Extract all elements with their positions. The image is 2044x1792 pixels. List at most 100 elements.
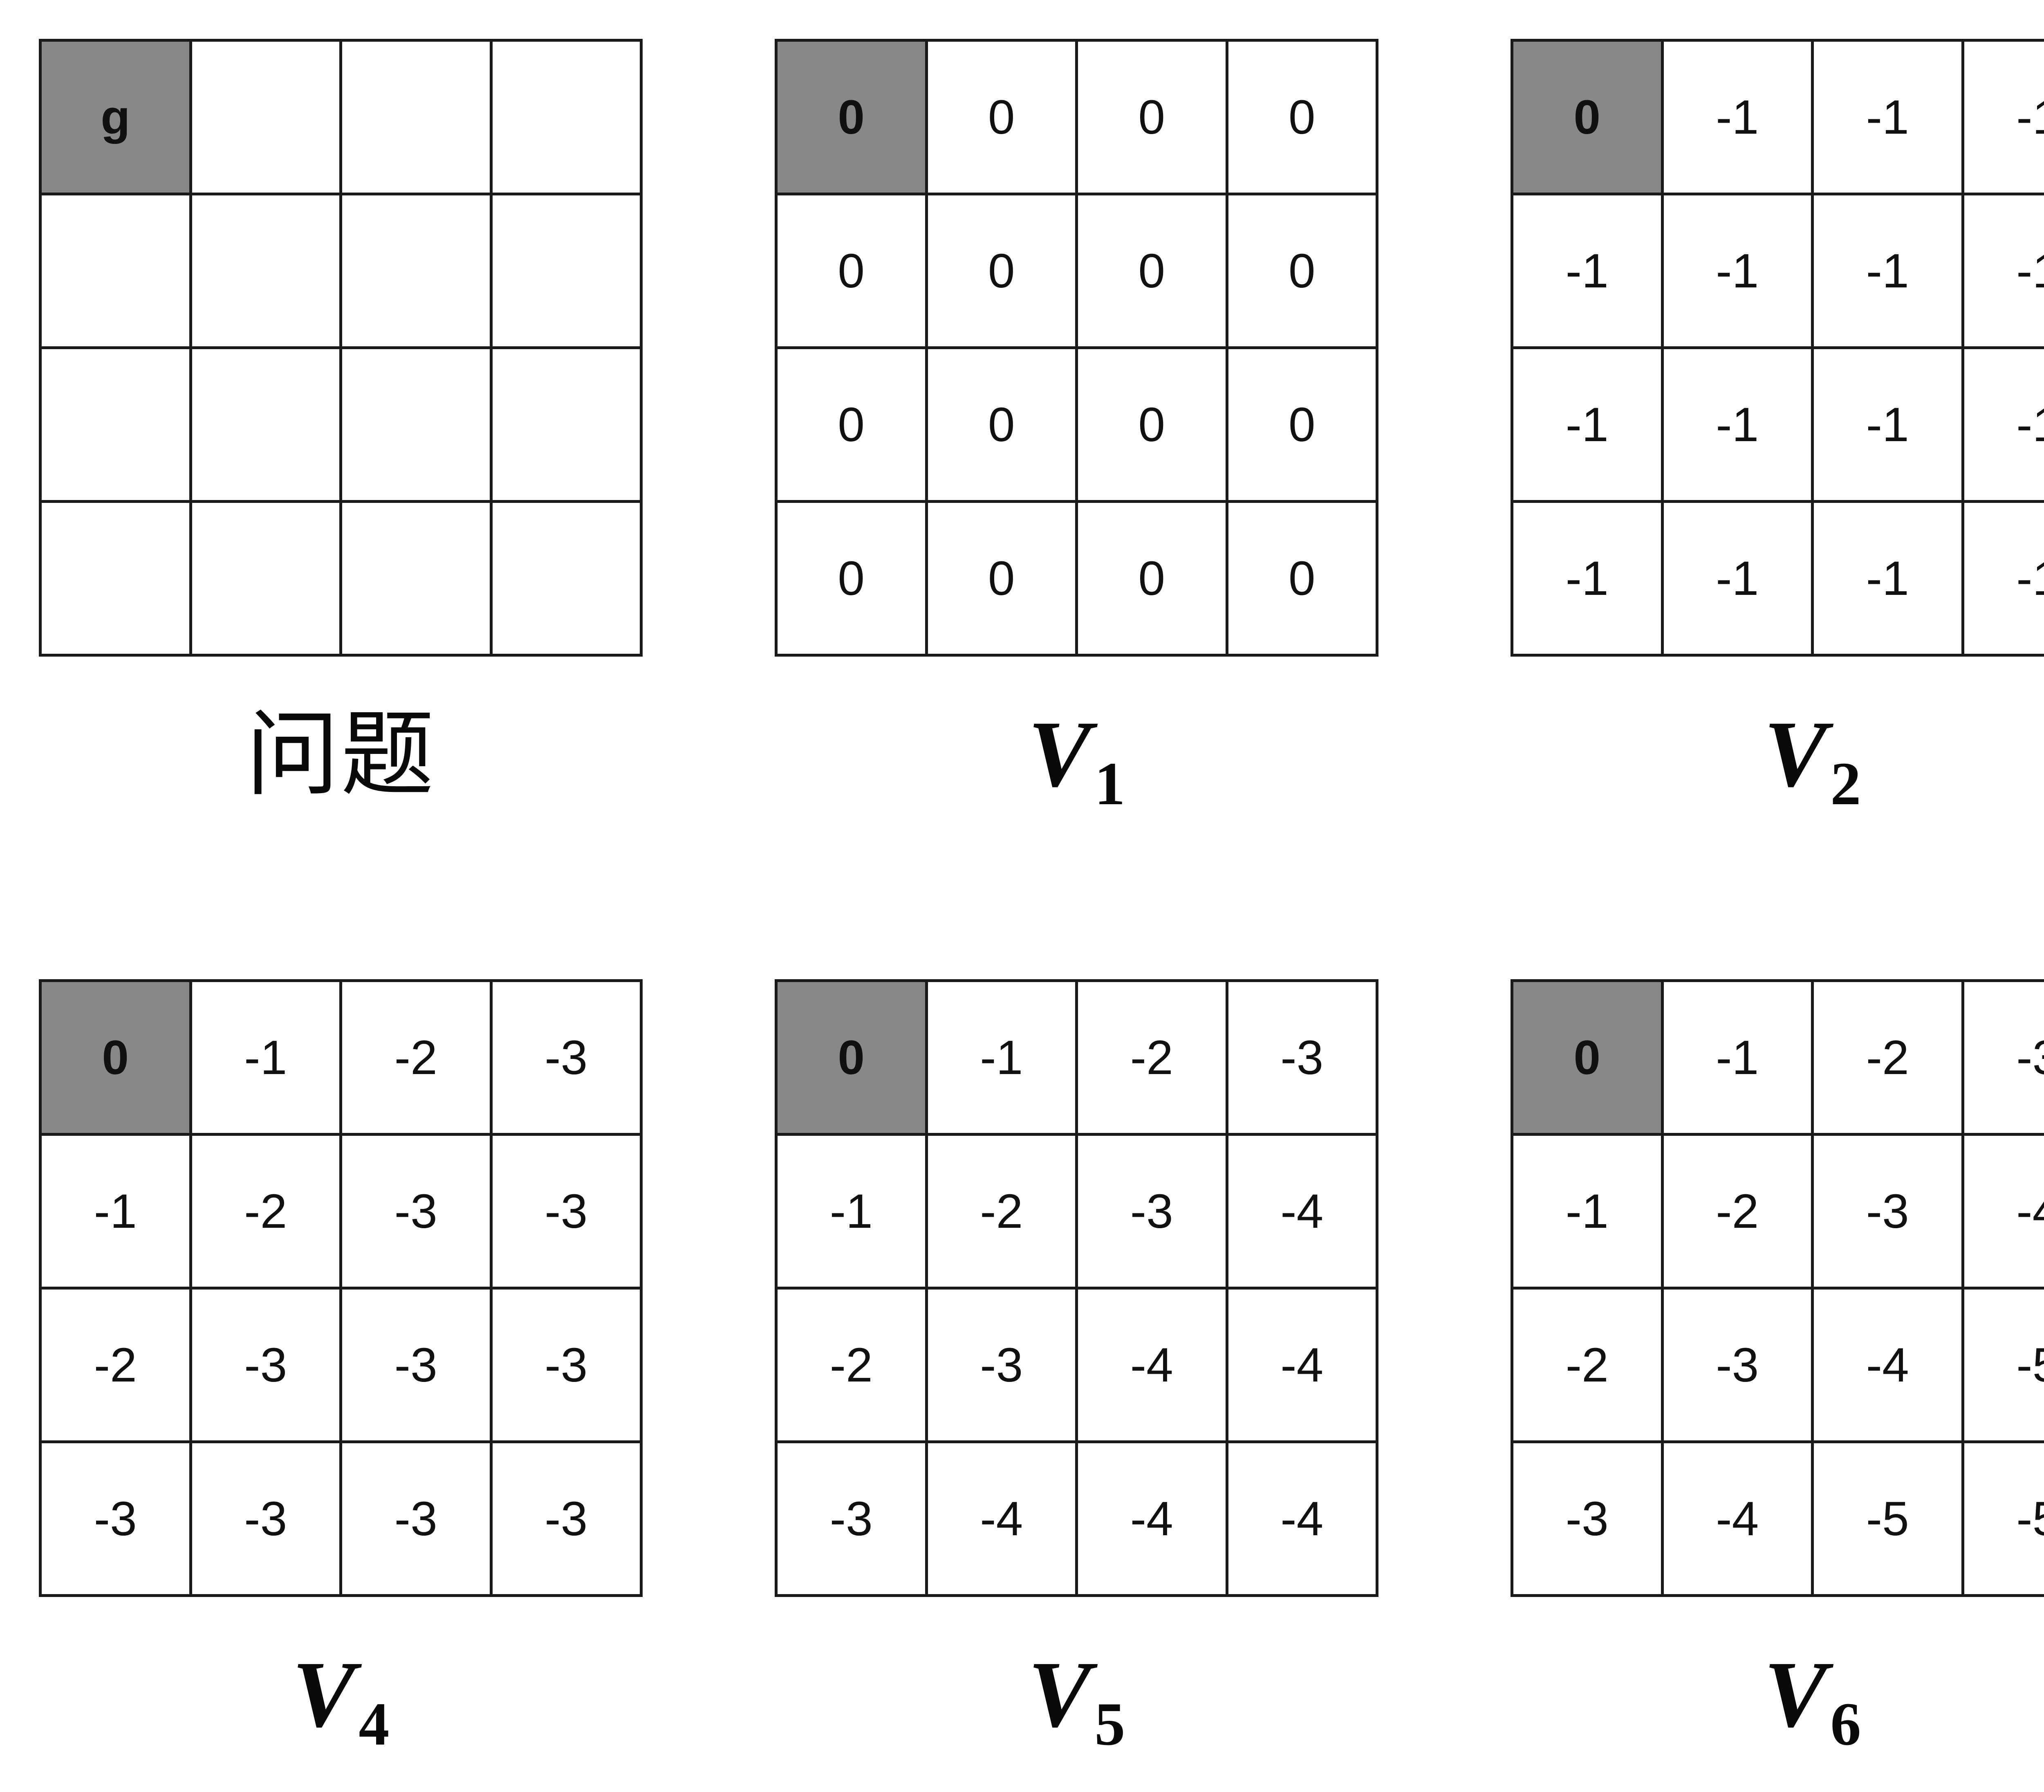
- panel-caption-v2: V2: [1511, 687, 2044, 822]
- grid-row: -1-1-1-1: [1512, 194, 2044, 348]
- goal-cell: 0: [776, 40, 927, 194]
- panel-v2: 0-1-1-1-1-1-1-1-1-1-1-1-1-1-1-1V2: [1511, 39, 2044, 979]
- grid-cell: -1: [1963, 348, 2044, 502]
- grid-row: -1-1-1-1: [1512, 348, 2044, 502]
- grid-cell: -1: [1963, 40, 2044, 194]
- grid-cell: -4: [1963, 1135, 2044, 1288]
- grid-cell: 0: [776, 348, 927, 502]
- caption-subscript: 5: [1094, 1690, 1125, 1758]
- grid-row: -1-2-3-4: [1512, 1135, 2044, 1288]
- grid-cell: -4: [1227, 1442, 1377, 1596]
- grid-cell: [191, 502, 341, 655]
- grid-cell: -1: [1813, 502, 1963, 655]
- grid-cell: -3: [491, 981, 641, 1135]
- grid-cell: [491, 348, 641, 502]
- grid-cell: -5: [1963, 1442, 2044, 1596]
- grid-cell: -1: [1963, 502, 2044, 655]
- grid-cell: -1: [1963, 194, 2044, 348]
- value-grid-v2: 0-1-1-1-1-1-1-1-1-1-1-1-1-1-1-1: [1511, 39, 2044, 657]
- caption-base: V: [1764, 702, 1827, 807]
- grid-cell: -1: [926, 981, 1077, 1135]
- grid-row: 0-1-2-3: [776, 981, 1377, 1135]
- grid-cell: -2: [40, 1288, 191, 1442]
- caption-base: V: [1028, 702, 1091, 807]
- grid-row: [40, 502, 641, 655]
- grid-cell: -4: [1227, 1288, 1377, 1442]
- grid-row: 0-1-1-1: [1512, 40, 2044, 194]
- goal-cell: 0: [1512, 40, 1663, 194]
- panel-caption-v6: V6: [1511, 1627, 2044, 1762]
- grid-row: -2-3-4-5: [1512, 1288, 2044, 1442]
- grid-cell: [40, 194, 191, 348]
- caption-subscript: 6: [1830, 1690, 1861, 1758]
- grid-row: -3-4-4-4: [776, 1442, 1377, 1596]
- caption-base: V: [1764, 1642, 1827, 1747]
- grid-row: [40, 348, 641, 502]
- caption-symbol: V5: [1028, 1642, 1125, 1747]
- grid-cell: [191, 40, 341, 194]
- grid-row: -1-2-3-3: [40, 1135, 641, 1288]
- grid-cell: 0: [1077, 40, 1227, 194]
- grid-cell: [491, 194, 641, 348]
- grid-row: 0-1-2-3: [1512, 981, 2044, 1135]
- caption-symbol: V2: [1764, 702, 1861, 807]
- grid-cell: -1: [40, 1135, 191, 1288]
- grid-cell: -3: [1963, 981, 2044, 1135]
- caption-symbol: V4: [292, 1642, 390, 1747]
- grid-cell: -3: [1512, 1442, 1663, 1596]
- grid-cell: -4: [926, 1442, 1077, 1596]
- grid-cell: -3: [926, 1288, 1077, 1442]
- grid-cell: -3: [341, 1442, 491, 1596]
- grid-cell: -1: [1813, 348, 1963, 502]
- caption-text: 问题: [246, 700, 436, 809]
- grid-row: -3-3-3-3: [40, 1442, 641, 1596]
- panel-v6: 0-1-2-3-1-2-3-4-2-3-4-5-3-4-5-5V6: [1511, 979, 2044, 1789]
- grid-cell: -1: [1662, 40, 1813, 194]
- grid-cell: -2: [341, 981, 491, 1135]
- grid-cell: -2: [191, 1135, 341, 1288]
- grid-cell: -3: [341, 1288, 491, 1442]
- panel-caption-v5: V5: [775, 1627, 1378, 1762]
- grid-cell: -3: [776, 1442, 927, 1596]
- grid-cell: [40, 502, 191, 655]
- grid-cell: -3: [191, 1442, 341, 1596]
- grid-cell: -2: [1662, 1135, 1813, 1288]
- grid-row: -3-4-5-5: [1512, 1442, 2044, 1596]
- value-grid-v5: 0-1-2-3-1-2-3-4-2-3-4-4-3-4-4-4: [775, 979, 1378, 1597]
- goal-cell: 0: [40, 981, 191, 1135]
- grid-cell: -3: [191, 1288, 341, 1442]
- goal-cell: 0: [1512, 981, 1663, 1135]
- grid-cell: -3: [491, 1442, 641, 1596]
- value-iteration-figure: g问题0000000000000000V10-1-1-1-1-1-1-1-1-1…: [0, 0, 2044, 1750]
- grid-cell: 0: [776, 194, 927, 348]
- grid-cell: 0: [1077, 502, 1227, 655]
- value-grid-v4: 0-1-2-3-1-2-3-3-2-3-3-3-3-3-3-3: [39, 979, 643, 1597]
- grid-cell: [491, 40, 641, 194]
- grid-cell: 0: [926, 40, 1077, 194]
- caption-base: V: [292, 1642, 356, 1747]
- caption-base: V: [1028, 1642, 1091, 1747]
- grid-row: 0-1-2-3: [40, 981, 641, 1135]
- grid-cell: 0: [776, 502, 927, 655]
- grid-cell: 0: [926, 348, 1077, 502]
- grid-cell: -1: [1512, 348, 1663, 502]
- grid-row: g: [40, 40, 641, 194]
- grid-row: -2-3-3-3: [40, 1288, 641, 1442]
- grid-cell: 0: [1227, 40, 1377, 194]
- grid-cell: -3: [1227, 981, 1377, 1135]
- grid-row: -1-2-3-4: [776, 1135, 1377, 1288]
- caption-subscript: 4: [359, 1690, 389, 1758]
- grid-cell: -2: [1512, 1288, 1663, 1442]
- caption-symbol: V1: [1028, 702, 1125, 807]
- grid-cell: -2: [1077, 981, 1227, 1135]
- grid-row: -2-3-4-4: [776, 1288, 1377, 1442]
- grid-cell: 0: [1077, 348, 1227, 502]
- grid-row: [40, 194, 641, 348]
- panel-problem: g 问题: [39, 39, 643, 979]
- grid-cell: -1: [1512, 502, 1663, 655]
- grid-cell: [341, 194, 491, 348]
